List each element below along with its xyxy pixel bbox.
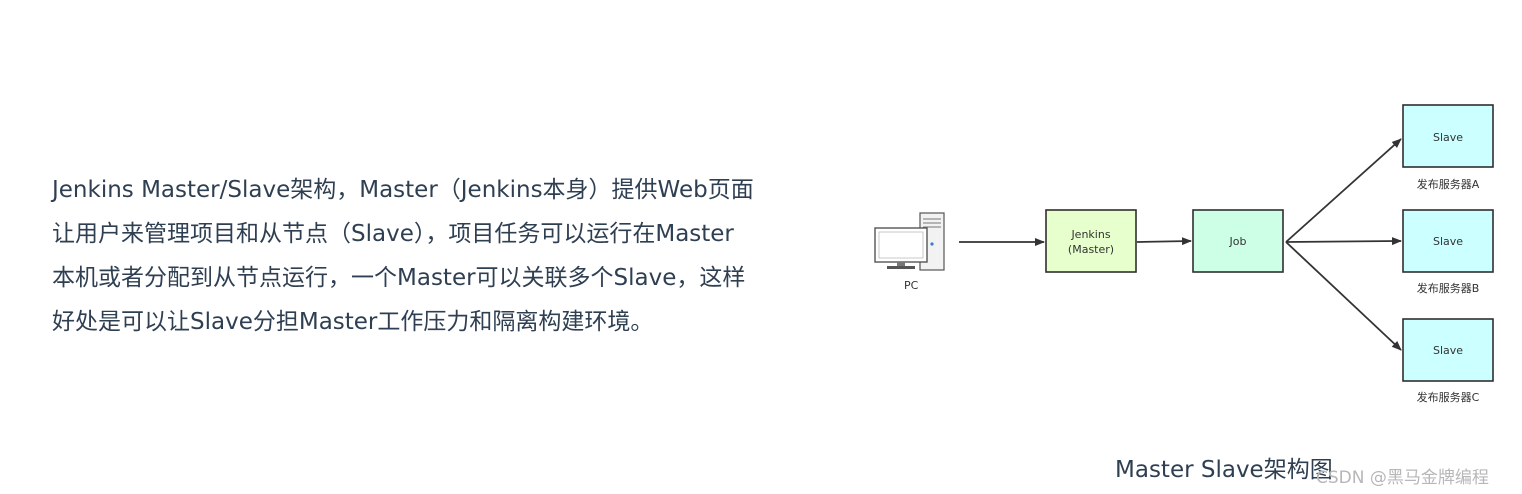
server-b-caption: 发布服务器B [1417,281,1480,295]
paragraph-line: Jenkins Master/Slave架构，Master（Jenkins本身）… [52,177,754,203]
arrow-job-to-slave-a [1285,138,1402,243]
slave-a-label: Slave [1433,131,1463,144]
job-label: Job [1229,235,1247,248]
slave-node-a [1402,104,1494,168]
paragraph-line: 让用户来管理项目和从节点（Slave），项目任务可以运行在Master [52,221,734,247]
master-label: (Master) [1068,243,1114,256]
arrow-jenkins-to-job [1136,237,1192,246]
arrow-job-to-slave-c [1285,241,1402,351]
server-a-caption: 发布服务器A [1417,177,1480,191]
pc-computer-icon [874,212,945,271]
diagram-caption: Master Slave架构图 [1115,457,1333,483]
arrow-job-to-slave-b [1285,237,1402,246]
slave-b-label: Slave [1433,235,1463,248]
csdn-watermark: CSDN @黑马金牌编程 [1316,468,1489,488]
slave-node-c [1402,318,1494,382]
paragraph-line: 好处是可以让Slave分担Master工作压力和隔离构建环境。 [52,309,654,335]
pc-label: PC [904,279,919,292]
jenkins-label: Jenkins [1070,228,1110,241]
paragraph-line: 本机或者分配到从节点运行，一个Master可以关联多个Slave，这样 [52,265,746,291]
slave-node-b [1402,209,1494,273]
server-c-caption: 发布服务器C [1417,390,1480,404]
slave-c-label: Slave [1433,344,1463,357]
description-paragraph: Jenkins Master/Slave架构，Master（Jenkins本身）… [52,168,772,344]
job-node [1192,209,1284,273]
jenkins-master-node [1045,209,1137,273]
